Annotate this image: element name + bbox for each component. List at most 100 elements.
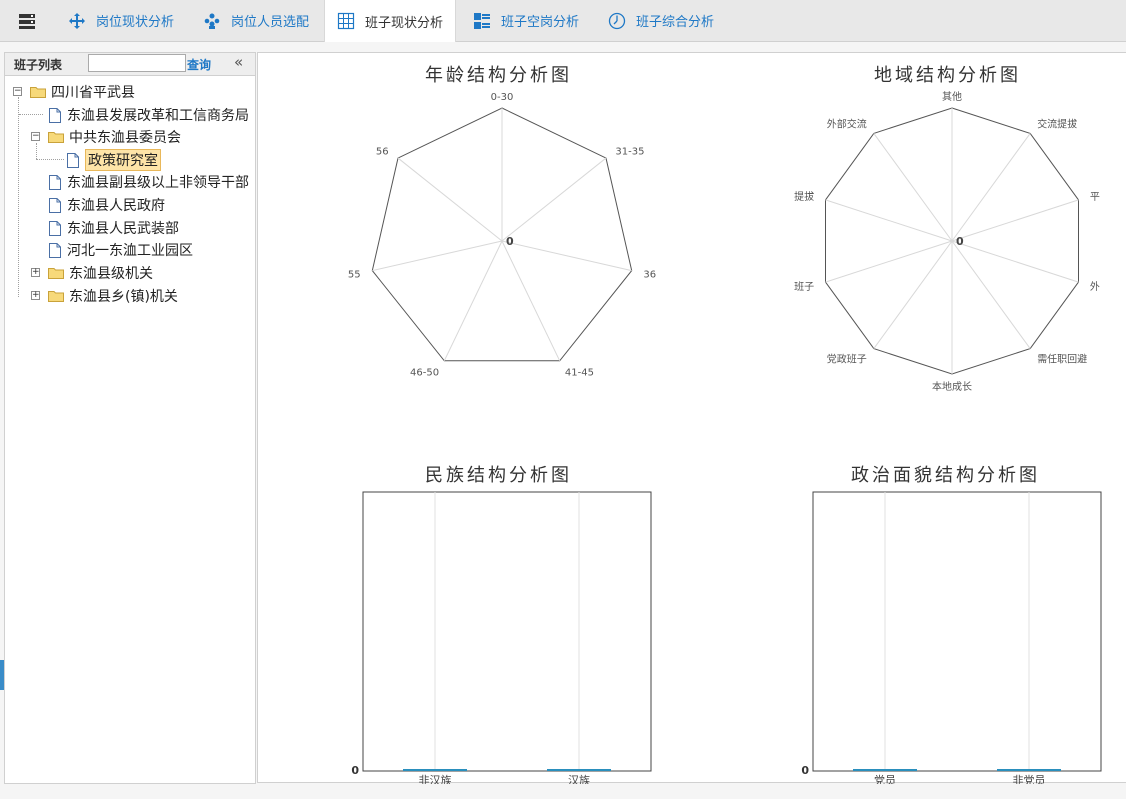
collapse-node-toggle[interactable]: − <box>13 86 22 96</box>
y-tick-label: 0 <box>801 764 809 777</box>
radar-spoke <box>951 199 1079 242</box>
side-expand-handle[interactable] <box>0 660 4 690</box>
tree-node-label: 东洫县人民政府 <box>67 198 165 214</box>
list-blocks-icon <box>474 12 490 29</box>
radar-axis-label: 0-30 <box>491 92 514 103</box>
chart-title-political: 政治面貌结构分析图 <box>851 465 1040 486</box>
panel-header: 班子列表 查询 « <box>5 53 255 76</box>
radar-spoke <box>873 240 953 349</box>
tab-vacancy-analysis[interactable]: 班子空岗分析 <box>473 0 579 41</box>
tree-node[interactable]: 东洫县人民武装部 <box>49 218 179 238</box>
query-button[interactable]: 查询 <box>187 58 212 72</box>
tab-personnel-selection[interactable]: 岗位人员选配 <box>203 0 309 41</box>
radar-spoke <box>873 133 953 242</box>
tree-node-label: 河北一东洫工业园区 <box>67 243 193 259</box>
open-folder-icon <box>48 132 64 143</box>
radar-axis-label: 41-45 <box>565 368 594 379</box>
radar-spoke <box>825 240 953 283</box>
bar <box>547 769 611 771</box>
document-icon <box>49 220 61 236</box>
people-group-icon <box>204 13 220 29</box>
tree-connector <box>36 159 64 160</box>
radar-outline <box>371 107 633 362</box>
tree-node[interactable]: 四川省平武县 <box>30 82 135 102</box>
tab-position-status[interactable]: 岗位现状分析 <box>68 0 174 41</box>
tree-connector <box>19 114 43 115</box>
tab-label: 岗位现状分析 <box>96 15 175 30</box>
collapse-node-toggle[interactable]: − <box>31 131 40 141</box>
tab-label: 班子综合分析 <box>636 15 715 30</box>
tree-node[interactable]: 中共东洫县委员会 <box>48 127 181 147</box>
tab-team-status[interactable]: 班子现状分析 <box>324 0 456 42</box>
expand-node-toggle[interactable]: + <box>31 267 40 277</box>
document-icon <box>49 197 61 213</box>
document-icon <box>49 242 61 258</box>
radar-axis-label: 班子 <box>794 281 814 293</box>
plot-frame <box>812 491 1102 772</box>
radar-axis-label: 平 <box>1090 192 1100 203</box>
radar-spoke <box>951 240 1031 349</box>
radar-axis-label: 提拔 <box>794 190 814 203</box>
tree-node-label: 中共东洫县委员会 <box>69 130 181 146</box>
tree-connector <box>18 97 19 297</box>
menu-icon[interactable] <box>17 11 37 31</box>
tree-node-label: 东洫县级机关 <box>69 266 153 282</box>
radar-axis-label: 31-35 <box>615 147 644 158</box>
radar-spoke <box>443 240 503 362</box>
expand-node-toggle[interactable]: + <box>31 290 40 300</box>
search-input[interactable] <box>88 54 186 72</box>
radar-spoke <box>501 157 607 242</box>
tree-node-label: 东洫县人民武装部 <box>67 221 179 237</box>
tree-node[interactable]: 东洫县乡(镇)机关 <box>48 286 178 306</box>
radar-axis-label: 交流提拔 <box>1037 118 1077 131</box>
radar-spoke <box>825 199 953 242</box>
tree-node[interactable]: 东洫县人民政府 <box>49 195 165 215</box>
tree-connector <box>36 143 37 159</box>
collapse-panel-button[interactable]: « <box>234 53 244 71</box>
radar-axis-label: 本地成长 <box>932 380 972 391</box>
radar-axis-label: 党政班子 <box>827 352 867 365</box>
tree-node-label: 东洫县发展改革和工信商务局 <box>67 108 249 124</box>
folder-icon <box>48 291 64 302</box>
tree-node[interactable]: 河北一东洫工业园区 <box>49 240 193 260</box>
radar-spoke <box>951 240 1079 283</box>
radar-axis-label: 外 <box>1090 281 1100 293</box>
ethnicity-bar-chart: 非汉族 汉族 0 <box>351 491 652 784</box>
tree-node-label: 东洫县副县级以上非领导干部 <box>67 175 249 191</box>
radar-spoke <box>951 133 1031 242</box>
bar <box>403 769 467 771</box>
document-icon <box>49 174 61 190</box>
clock-icon <box>608 12 626 29</box>
x-tick-label: 党员 <box>874 774 896 784</box>
tree-node-label: 政策研究室 <box>85 149 161 171</box>
tree-node[interactable]: 东洫县发展改革和工信商务局 <box>49 105 249 125</box>
chart-title-ethnicity: 民族结构分析图 <box>425 465 572 486</box>
political-bar-chart: 党员非党员0 <box>801 491 1102 784</box>
folder-icon <box>48 268 64 279</box>
tree-node[interactable]: 东洫县副县级以上非领导干部 <box>49 172 249 192</box>
radar-center-value: 0 <box>956 235 964 248</box>
radar-axis-label: 36 <box>643 269 656 280</box>
bar <box>997 769 1061 771</box>
tab-label: 岗位人员选配 <box>231 15 310 30</box>
x-tick-label: 非汉族 <box>419 773 452 784</box>
radar-axis-label: 55 <box>348 269 361 280</box>
x-tick-label: 汉族 <box>568 773 590 784</box>
tab-comprehensive-analysis[interactable]: 班子综合分析 <box>608 0 714 41</box>
document-icon <box>67 152 79 168</box>
chart-title-region: 地域结构分析图 <box>874 65 1021 86</box>
radar-center-value: 0 <box>506 235 514 248</box>
y-tick-label: 0 <box>351 764 359 777</box>
tab-label: 班子空岗分析 <box>501 15 580 30</box>
tree-node[interactable]: 政策研究室 <box>67 149 161 171</box>
plot-frame <box>362 491 652 772</box>
radar-axis-label: 外部交流 <box>827 118 867 131</box>
tree-node-label: 东洫县乡(镇)机关 <box>69 289 178 305</box>
tree-node[interactable]: 东洫县级机关 <box>48 263 153 283</box>
document-icon <box>49 107 61 123</box>
radar-spoke <box>501 240 632 272</box>
radar-spoke <box>372 240 503 272</box>
